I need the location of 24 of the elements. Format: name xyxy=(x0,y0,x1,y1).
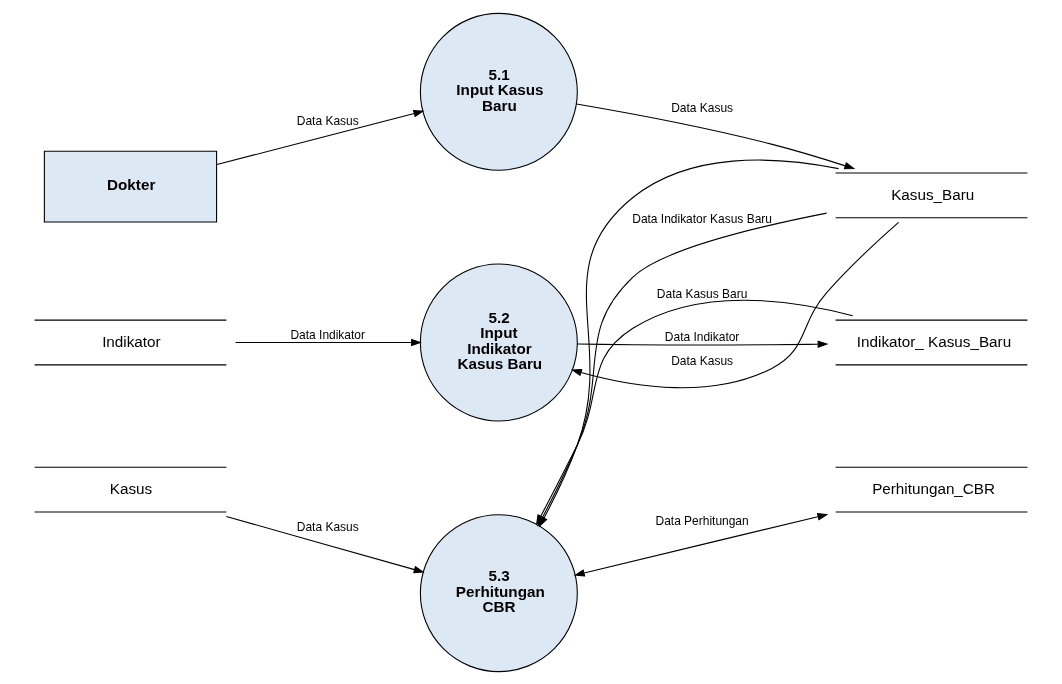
node-text: Indikator xyxy=(102,332,161,350)
edge-label: Data Indikator xyxy=(664,329,740,344)
arrow xyxy=(216,109,425,165)
node-circle: 5.1 Input Kasus Baru xyxy=(419,12,578,171)
edge-label: Data Kasus Baru xyxy=(656,286,748,301)
arrow xyxy=(575,103,856,169)
edge-label: Data Kasus xyxy=(671,353,734,368)
edge-label: Data Indikator xyxy=(290,327,365,342)
node-text: Indikator_ Kasus_Baru xyxy=(856,332,1012,350)
arrow xyxy=(570,221,900,388)
arrow xyxy=(573,512,829,577)
edge-label: Data Kasus xyxy=(671,100,734,115)
edge-label: Data Kasus xyxy=(296,113,359,128)
edge-label: Data Kasus xyxy=(296,519,359,534)
arrow xyxy=(577,339,829,348)
edge-label: Data Perhitungan xyxy=(655,513,749,528)
node-circle: 5.2 Input Indikator Kasus Baru xyxy=(419,263,578,421)
arrow xyxy=(235,338,422,346)
node-text: Perhitungan_CBR xyxy=(872,479,996,497)
node-box: Dokter xyxy=(43,150,218,223)
node-text: Kasus_Baru xyxy=(891,185,975,203)
arrow xyxy=(225,515,425,573)
edge-label: Data Indikator Kasus Baru xyxy=(632,211,772,226)
node-text: Kasus xyxy=(109,479,153,497)
